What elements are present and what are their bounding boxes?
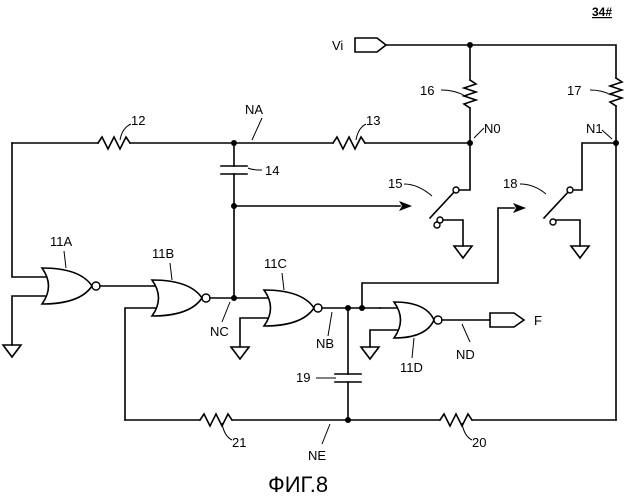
gate-11b <box>152 280 210 316</box>
label-19: 19 <box>296 370 310 385</box>
label-17: 17 <box>567 83 581 98</box>
label-11c: 11C <box>264 256 287 271</box>
leader-20 <box>462 423 472 440</box>
figure-caption: ФИГ.8 <box>268 472 328 497</box>
vi-label: Vi <box>332 38 343 53</box>
leader-na <box>252 118 262 140</box>
sheet-id: 34# <box>592 5 612 19</box>
wire-n0-to-sw15 <box>456 143 470 190</box>
leader-11a <box>64 251 66 268</box>
junction-vi-rail <box>467 42 473 48</box>
leader-14 <box>248 168 262 170</box>
label-nb: NB <box>316 336 334 351</box>
label-18: 18 <box>503 176 517 191</box>
ground-11c <box>231 347 249 359</box>
label-ne: NE <box>308 448 326 463</box>
leader-ne <box>322 424 330 444</box>
wire-n1-to-sw18 <box>570 143 616 190</box>
wire-r12-to-11a <box>12 143 46 277</box>
ground-11a <box>3 345 21 357</box>
wire-sw15-ground <box>443 220 463 246</box>
vi-terminal <box>355 38 386 52</box>
label-21: 21 <box>232 435 246 450</box>
leader-n1 <box>602 130 612 139</box>
junction-nc <box>231 295 237 301</box>
gate-11a <box>42 268 100 304</box>
leader-18 <box>520 184 546 194</box>
leader-11b <box>170 263 172 280</box>
capacitor-14 <box>221 166 247 174</box>
arrow-to-switch-18 <box>513 203 526 213</box>
label-nc: NC <box>210 324 229 339</box>
ground-sw18 <box>571 246 589 258</box>
leader-16 <box>441 90 465 96</box>
leader-15 <box>404 184 432 196</box>
resistor-12 <box>98 137 130 149</box>
leader-nb <box>328 312 332 336</box>
label-f: F <box>534 313 542 328</box>
label-14: 14 <box>265 163 279 178</box>
label-11d: 11D <box>400 360 423 375</box>
wire-11a-in2-ground <box>12 296 46 345</box>
ground-sw15 <box>454 246 472 258</box>
arrow-to-switch-15 <box>399 201 412 211</box>
label-na: NA <box>245 102 263 117</box>
leader-11c <box>282 273 284 290</box>
wire-ne-to-11b <box>125 308 156 420</box>
resistor-16 <box>464 80 476 108</box>
leader-nd <box>462 324 470 342</box>
capacitor-19 <box>335 374 361 382</box>
leader-21 <box>222 423 232 440</box>
label-12: 12 <box>131 113 145 128</box>
label-16: 16 <box>420 83 434 98</box>
leader-17 <box>590 90 611 95</box>
leader-nc <box>222 302 230 322</box>
junction-ne <box>345 417 351 423</box>
resistor-20 <box>440 414 472 426</box>
gate-11d <box>394 302 442 338</box>
label-15: 15 <box>388 176 402 191</box>
leader-11d <box>412 338 414 358</box>
f-terminal <box>490 313 524 327</box>
label-11a: 11A <box>50 234 72 249</box>
label-11b: 11B <box>152 246 174 261</box>
label-nd: ND <box>456 347 475 362</box>
leader-n0 <box>474 128 484 138</box>
switch-15 <box>430 187 459 228</box>
ground-11d <box>361 347 379 359</box>
gate-11c <box>264 290 322 326</box>
wire-sw18-ground <box>556 220 580 246</box>
resistor-13 <box>333 137 365 149</box>
label-13: 13 <box>366 113 380 128</box>
resistor-17 <box>610 78 622 106</box>
wire-11c-in2-ground <box>240 318 268 347</box>
label-n0: N0 <box>484 121 501 136</box>
wire-vi-rail <box>386 45 616 78</box>
label-20: 20 <box>472 435 486 450</box>
resistor-21 <box>200 414 232 426</box>
label-n1: N1 <box>586 121 603 136</box>
